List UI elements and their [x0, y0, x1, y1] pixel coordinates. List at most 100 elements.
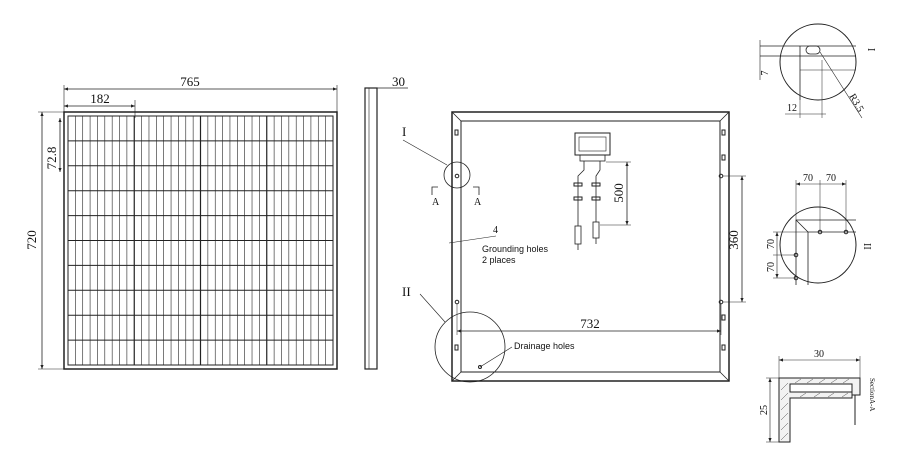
- detail-I-marker: I: [402, 124, 406, 139]
- section-width-label: 30: [814, 349, 824, 360]
- dimension-arrowhead: [775, 232, 779, 236]
- front-cell-height-label: 72.8: [44, 147, 59, 170]
- section-A-right-label: A: [474, 197, 482, 208]
- dimension-arrowhead: [333, 87, 337, 91]
- section-profile-outer: [778, 377, 861, 443]
- hole-spacing-label: 360: [726, 230, 741, 250]
- dimension-arrowhead: [740, 298, 744, 302]
- connector-left: [574, 225, 582, 245]
- side-profile: [364, 87, 378, 370]
- side-slot: [721, 154, 726, 161]
- detail-II-zoom-circle: [779, 206, 857, 284]
- section-A-mark-left: [431, 186, 438, 195]
- side-slot: [721, 344, 726, 351]
- connector-right: [592, 221, 600, 239]
- side-thickness-label: 30: [392, 74, 405, 89]
- detail-II: [773, 180, 857, 285]
- detail-II-corner: [795, 219, 809, 233]
- detail-II-leader: [419, 293, 446, 323]
- hole-dim-label: 4: [493, 225, 498, 236]
- detail-II-side-label-b: 70: [766, 262, 777, 272]
- dimension-arrowhead: [40, 365, 44, 369]
- hole-width-label: 732: [580, 316, 600, 331]
- cable-clip-right: [591, 182, 601, 187]
- cable-right: [595, 161, 601, 222]
- detail-I: [759, 23, 863, 119]
- dimension-arrowhead: [775, 274, 779, 278]
- detail-I-radius-leader: [819, 51, 863, 119]
- side-slot: [721, 314, 726, 321]
- dimension-arrowhead: [58, 118, 62, 122]
- dimension-arrowhead: [717, 329, 721, 333]
- dimension-arrowhead: [625, 162, 629, 166]
- side-view: [364, 87, 408, 370]
- dimension-arrowhead: [40, 112, 44, 116]
- corner-bl: [451, 371, 462, 382]
- corner-tl: [451, 111, 462, 122]
- dimension-arrowhead: [779, 358, 783, 362]
- detail-II-marker: II: [402, 284, 411, 299]
- dimension-arrowhead: [58, 168, 62, 172]
- dimension-arrowhead: [64, 87, 68, 91]
- drainage-hole: [478, 365, 482, 369]
- mount-hole: [454, 299, 460, 305]
- cable-left: [577, 161, 585, 226]
- detail-I-marker-right: I: [865, 48, 876, 51]
- drainage-leader: [479, 346, 513, 368]
- junction-box-base: [579, 154, 606, 162]
- detail-I-slot: [805, 45, 821, 55]
- side-slot: [721, 129, 726, 136]
- front-width-label: 765: [180, 74, 200, 89]
- drainage-label: Drainage holes: [514, 341, 575, 351]
- detail-II-top-label-a: 70: [803, 173, 813, 184]
- dimension-arrowhead: [796, 182, 800, 186]
- side-slot: [454, 344, 459, 351]
- section-height-label: 25: [759, 405, 770, 415]
- dimension-arrowhead: [64, 104, 68, 108]
- section-title: SectionA-A: [868, 378, 876, 411]
- cell-column-separators: [133, 116, 268, 365]
- junction-box: [574, 132, 611, 156]
- dimension-arrowhead: [768, 438, 772, 442]
- grounding-label-line1: Grounding holes: [482, 244, 549, 254]
- corner-tr: [719, 111, 730, 122]
- cable-length-label: 500: [611, 183, 626, 203]
- detail-I-zoom-circle: [779, 23, 857, 101]
- dimension-arrowhead: [131, 104, 135, 108]
- mount-hole: [718, 299, 724, 305]
- front-view: [38, 85, 338, 370]
- dimension-arrowhead: [768, 378, 772, 382]
- detail-II-frame-inner: [807, 231, 856, 285]
- front-height-label: 720: [24, 230, 39, 250]
- detail-I-offset-label: 7: [760, 71, 771, 76]
- mount-hole: [718, 173, 724, 179]
- dimension-arrowhead: [842, 182, 846, 186]
- dimension-arrowhead: [740, 176, 744, 180]
- detail-II-top-label-b: 70: [826, 173, 836, 184]
- section-hatching: [780, 378, 850, 441]
- cable-clip-left-2: [573, 196, 583, 201]
- dimension-arrowhead: [457, 329, 461, 333]
- detail-I-circle: [443, 161, 471, 189]
- detail-I-leader: [402, 139, 448, 166]
- grounding-leader: [448, 235, 497, 244]
- dimension-arrowheads: [40, 87, 860, 442]
- cable-clip-right-2: [591, 196, 601, 201]
- front-frame-outer: [63, 111, 338, 370]
- back-view: [402, 111, 746, 383]
- section-AA: [766, 356, 861, 443]
- junction-box-inner: [578, 136, 607, 152]
- cable-clip-left: [573, 182, 583, 187]
- detail-II-side-label-a: 70: [766, 239, 777, 249]
- detail-I-radius-label: R3.5: [846, 92, 865, 114]
- detail-II-frame-outer: [795, 219, 856, 285]
- mount-hole: [454, 173, 460, 179]
- side-slot: [454, 129, 459, 136]
- dimension-arrowhead: [625, 221, 629, 225]
- front-cell-width-label: 182: [90, 91, 110, 106]
- grounding-label-line2: 2 places: [482, 255, 516, 265]
- detail-II-circle: [434, 311, 506, 383]
- detail-II-marker-right: II: [861, 243, 872, 250]
- section-A-left-label: A: [432, 197, 440, 208]
